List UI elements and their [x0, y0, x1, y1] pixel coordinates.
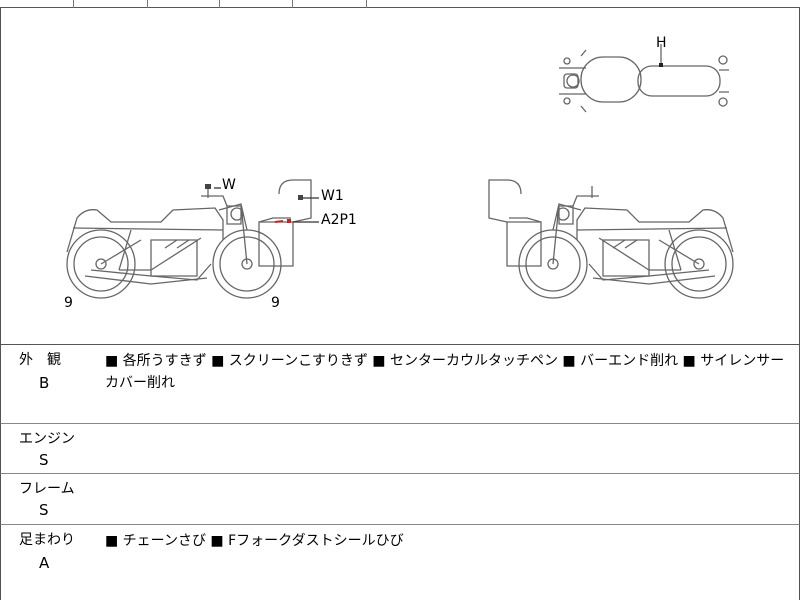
row-label: エンジン: [19, 431, 75, 447]
row-suspension: 足まわり A ■ チェーンさび ■ Fフォークダストシールひび: [0, 525, 800, 600]
label-front-wheel-9: 9: [271, 295, 280, 311]
row-notes: ■ 各所うすきず ■ スクリーンこすりきず ■ センターカウルタッチペン ■ バ…: [105, 353, 785, 391]
evaluation-table: 外 観 B ■ 各所うすきず ■ スクリーンこすりきず ■ センターカウルタッチ…: [0, 345, 800, 600]
label-w: W: [222, 177, 236, 193]
label-a2p1: A2P1: [321, 212, 357, 228]
row-label: 足まわり: [19, 532, 75, 548]
label-w1: W1: [321, 188, 344, 204]
header-strip: [0, 0, 800, 8]
label-top-h: H: [656, 35, 667, 51]
left-side-motorcycle: [66, 179, 312, 299]
row-label: フレーム: [19, 481, 75, 497]
row-frame: フレーム S: [0, 474, 800, 525]
top-view-motorcycle: [559, 44, 729, 113]
row-grade: S: [39, 501, 49, 519]
row-label: 外 観: [19, 352, 61, 368]
row-notes: ■ チェーンさび ■ Fフォークダストシールひび: [105, 533, 404, 549]
row-engine: エンジン S: [0, 424, 800, 474]
row-grade: B: [39, 374, 50, 392]
motorcycle-diagram-svg: H W W1 A2P1 9 9: [64, 35, 734, 311]
label-rear-wheel-9: 9: [64, 295, 73, 311]
row-exterior: 外 観 B ■ 各所うすきず ■ スクリーンこすりきず ■ センターカウルタッチ…: [0, 345, 800, 424]
row-grade: S: [39, 451, 49, 469]
row-grade: A: [39, 554, 50, 572]
damage-diagram: H W W1 A2P1 9 9: [0, 8, 800, 345]
right-side-motorcycle: [488, 179, 734, 299]
